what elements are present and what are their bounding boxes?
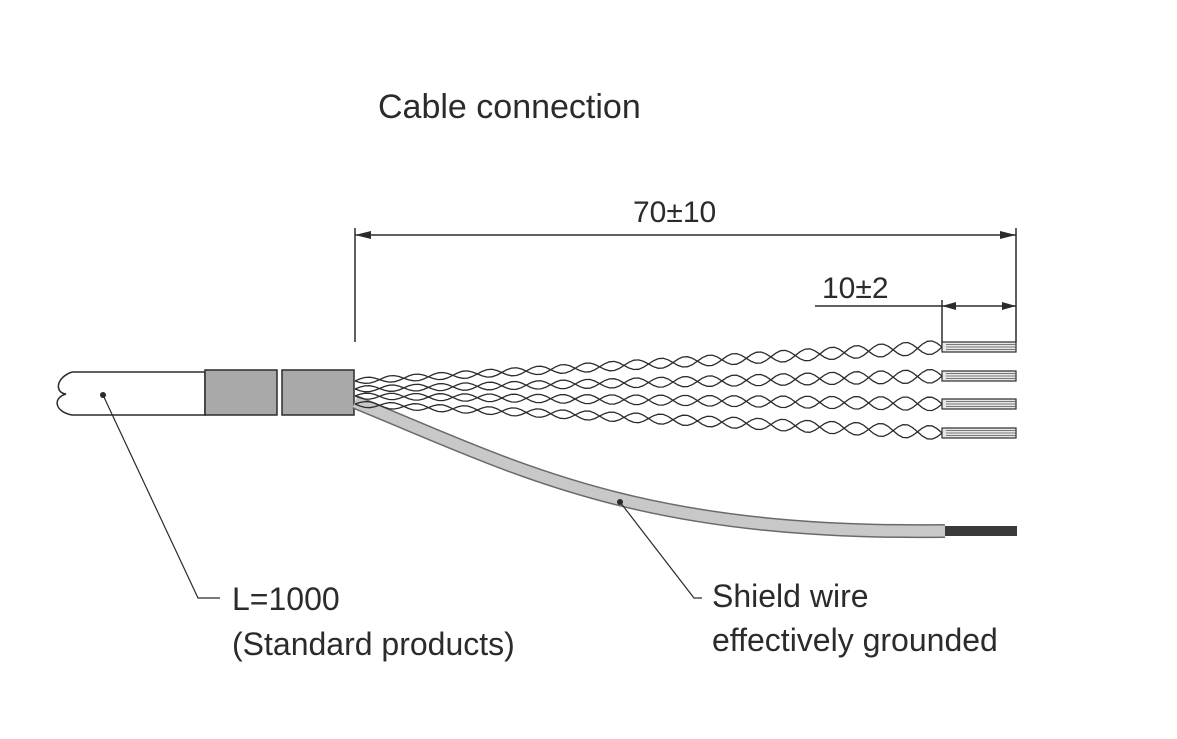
twisted-pairs — [354, 340, 943, 440]
heat-shrink-sleeve-1 — [204, 369, 278, 416]
shield-wire-note: effectively grounded — [712, 622, 998, 658]
overall-dimension-label: 70±10 — [633, 196, 716, 229]
twisted-pair-4-strand-2 — [354, 400, 943, 440]
cable-break-mark — [56, 371, 73, 416]
overall-dimension-arrow-right — [1000, 231, 1016, 239]
conductor-ends — [941, 341, 1017, 439]
shield-wire-strands — [945, 526, 1017, 536]
heat-shrink-sleeve-2 — [281, 369, 355, 416]
strip-dimension-label: 10±2 — [822, 272, 889, 305]
twisted-pair-1-strand-2 — [354, 341, 943, 383]
twisted-pair-2-strand-2 — [354, 369, 943, 392]
twisted-pair-1-strand-1 — [354, 340, 943, 384]
cable-jacket — [56, 371, 206, 416]
shield-wire-leader — [619, 501, 702, 599]
diagram-title: Cable connection — [378, 88, 641, 126]
strip-dimension: 10±2 — [815, 272, 1016, 345]
cable-jacket-body — [72, 371, 206, 416]
cable-length-leader-dot — [100, 392, 106, 398]
cable-length-leader — [102, 394, 220, 599]
strip-dimension-arrow-right — [1002, 302, 1016, 310]
overall-dimension: 70±10 — [354, 196, 1017, 342]
shield-wire — [352, 395, 1017, 539]
twisted-pair-3-strand-2 — [354, 392, 943, 412]
cable-length-note: (Standard products) — [232, 626, 515, 662]
cable-length-label: L=1000 — [232, 581, 340, 617]
strip-dimension-arrow-left — [942, 302, 956, 310]
twisted-pair-3-strand-1 — [354, 392, 943, 411]
shield-wire-body — [352, 396, 946, 537]
shield-wire-leader-dot — [617, 499, 623, 505]
overall-dimension-arrow-left — [355, 231, 371, 239]
shield-wire-label: Shield wire — [712, 578, 869, 614]
